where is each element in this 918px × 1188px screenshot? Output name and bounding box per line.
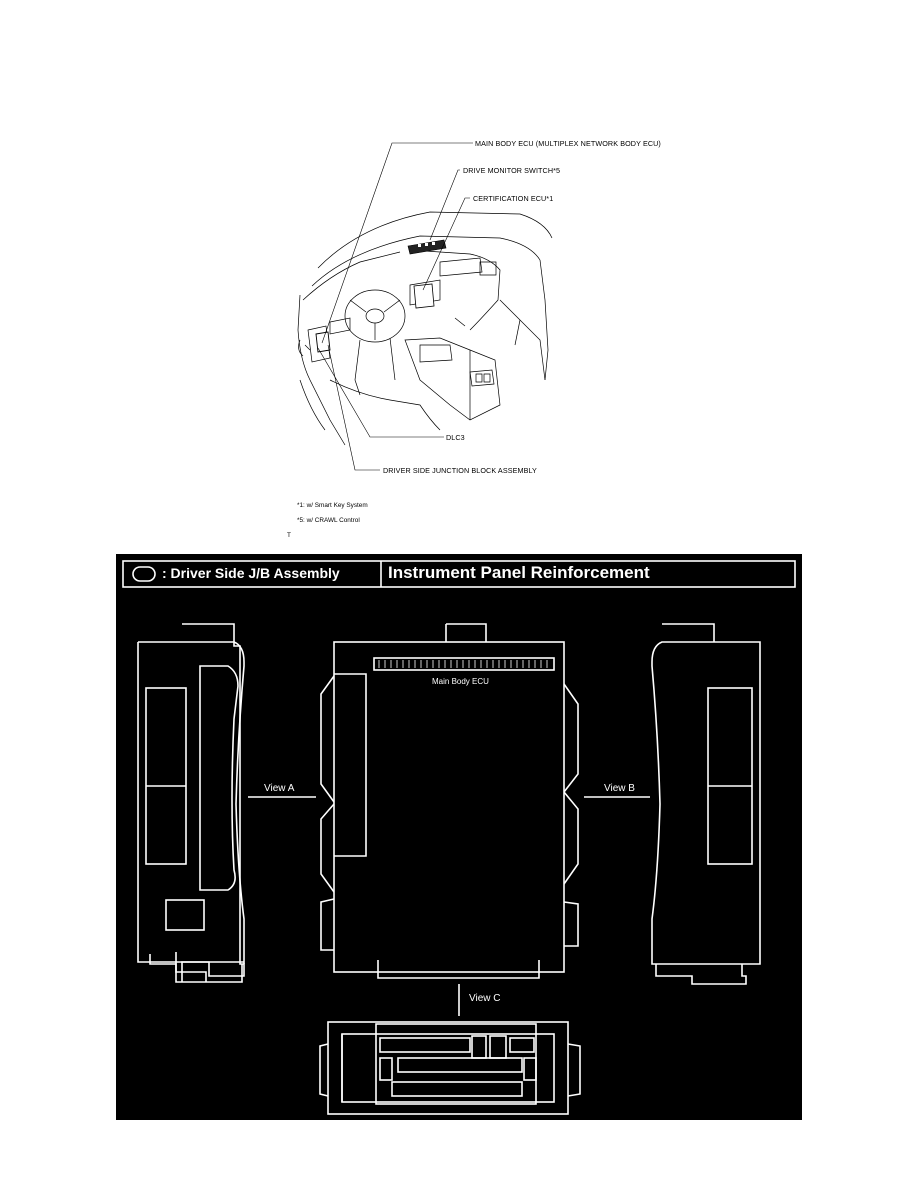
callout-drive-monitor-switch: DRIVE MONITOR SWITCH*5 [463,166,561,175]
callout-certification-ecu: CERTIFICATION ECU*1 [473,194,554,203]
view-c-label: View C [469,993,501,1004]
note-crawl-control: *5: w/ CRAWL Control [297,517,360,524]
jb-line-drawing [122,560,796,1115]
dashboard-location-illustration [297,142,553,471]
view-a-label: View A [264,783,295,794]
header-instrument-panel: Instrument Panel Reinforcement [388,563,650,582]
jb-assembly-diagram: : Driver Side J/B Assembly Instrument Pa… [116,554,802,1120]
view-b-label: View B [604,783,635,794]
callout-main-body-ecu: MAIN BODY ECU (MULTIPLEX NETWORK BODY EC… [475,139,661,148]
note-smart-key: *1: w/ Smart Key System [297,502,368,509]
callout-driver-side-jb: DRIVER SIDE JUNCTION BLOCK ASSEMBLY [383,466,537,475]
header-jb-label: : Driver Side J/B Assembly [162,565,340,581]
callout-dlc3: DLC3 [446,433,465,442]
oval-symbol [132,566,156,582]
figure-mark: T [287,532,291,539]
main-body-ecu-label: Main Body ECU [432,677,489,686]
